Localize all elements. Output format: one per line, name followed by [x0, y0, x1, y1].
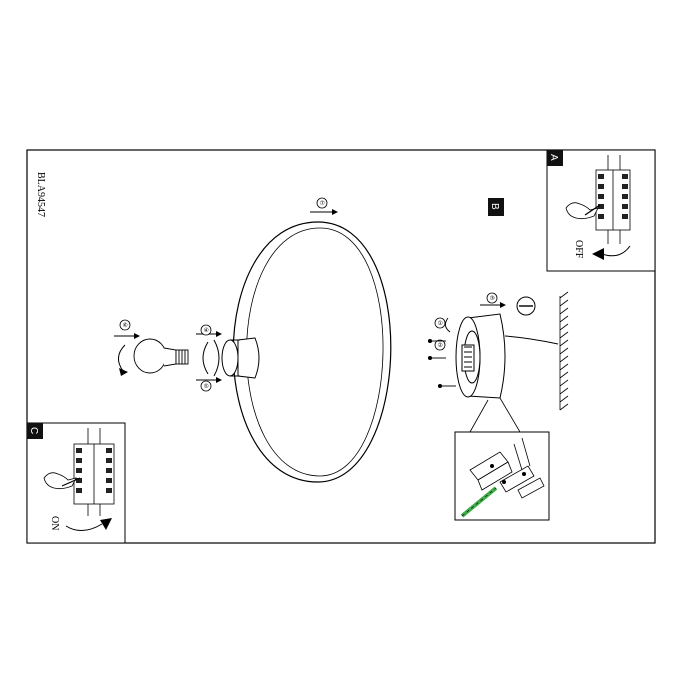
earth-wire	[461, 487, 497, 517]
wiring-detail	[454, 397, 550, 521]
step-number: ⑥	[123, 322, 128, 329]
arrow-head-icon	[100, 518, 112, 530]
hand-icon	[43, 472, 77, 490]
step-marker: ⑥	[119, 319, 131, 331]
ceiling-wall	[559, 291, 569, 411]
panel-c-label-box	[27, 423, 43, 439]
power-cable	[504, 335, 559, 345]
panel-c: C ON	[26, 422, 126, 544]
arrow-head-icon	[592, 248, 604, 260]
hand-icon	[565, 202, 599, 220]
step-number: ④	[204, 327, 209, 334]
panel-b-label: B	[489, 203, 500, 210]
terminal-connector-icon	[469, 437, 545, 499]
terminal-block-icon	[595, 155, 631, 244]
callout-line	[499, 397, 521, 433]
shade-outer	[232, 221, 392, 483]
document-code: BLA94547	[35, 172, 46, 217]
wall-plug-icon	[516, 296, 536, 316]
arrow-head-icon	[332, 209, 338, 215]
panel-a-label: A	[548, 154, 559, 161]
step-marker: ①	[434, 317, 446, 329]
step-number: ①	[438, 320, 443, 327]
light-bulb-icon	[133, 338, 189, 374]
rotate-arrow-icon	[65, 523, 103, 531]
panel-a-label-box	[547, 150, 563, 166]
screwdriver-icon	[61, 477, 81, 487]
lamp-shade	[232, 221, 392, 483]
ceiling-base	[455, 313, 506, 399]
lamp-holder	[221, 337, 260, 379]
step-marker: ③	[486, 292, 498, 304]
shade-inner	[246, 227, 384, 477]
screw-icon	[427, 338, 456, 389]
terminal-block-clips	[76, 448, 112, 493]
step-marker: ⑦	[316, 197, 328, 209]
arrow-head-icon	[216, 377, 222, 383]
panel-b-label-box	[488, 198, 504, 216]
outer-frame	[26, 149, 656, 544]
step-number: ③	[490, 295, 495, 302]
arrow-head-icon	[134, 333, 140, 339]
rotate-arrow-icon	[118, 344, 126, 372]
rotate-arrow-icon	[445, 317, 451, 333]
arrow-head-icon	[216, 331, 222, 337]
step-marker: ⑤	[200, 380, 212, 392]
rotate-arrow-icon	[601, 245, 631, 257]
arrow-head-icon	[119, 368, 128, 376]
arrow-head-icon	[500, 302, 506, 308]
rotate-arrow-icon	[213, 339, 220, 377]
callout-line	[469, 399, 489, 433]
panel-a: A OFF	[546, 149, 656, 272]
step-number: ⑦	[320, 200, 325, 207]
step-marker: ②	[434, 339, 446, 351]
screwdriver-icon	[584, 204, 601, 216]
step-number: ⑤	[204, 383, 209, 390]
panel-a-switch-text: OFF	[573, 240, 584, 259]
step-marker: ④	[200, 324, 212, 336]
terminal-block-clips	[598, 174, 628, 219]
panel-c-label: C	[28, 427, 39, 434]
step-number: ②	[438, 342, 443, 349]
terminal-block-icon	[73, 428, 115, 516]
panel-c-switch-text: ON	[49, 516, 60, 530]
screw-icon	[490, 464, 526, 484]
rotate-arrow-icon	[202, 341, 209, 375]
